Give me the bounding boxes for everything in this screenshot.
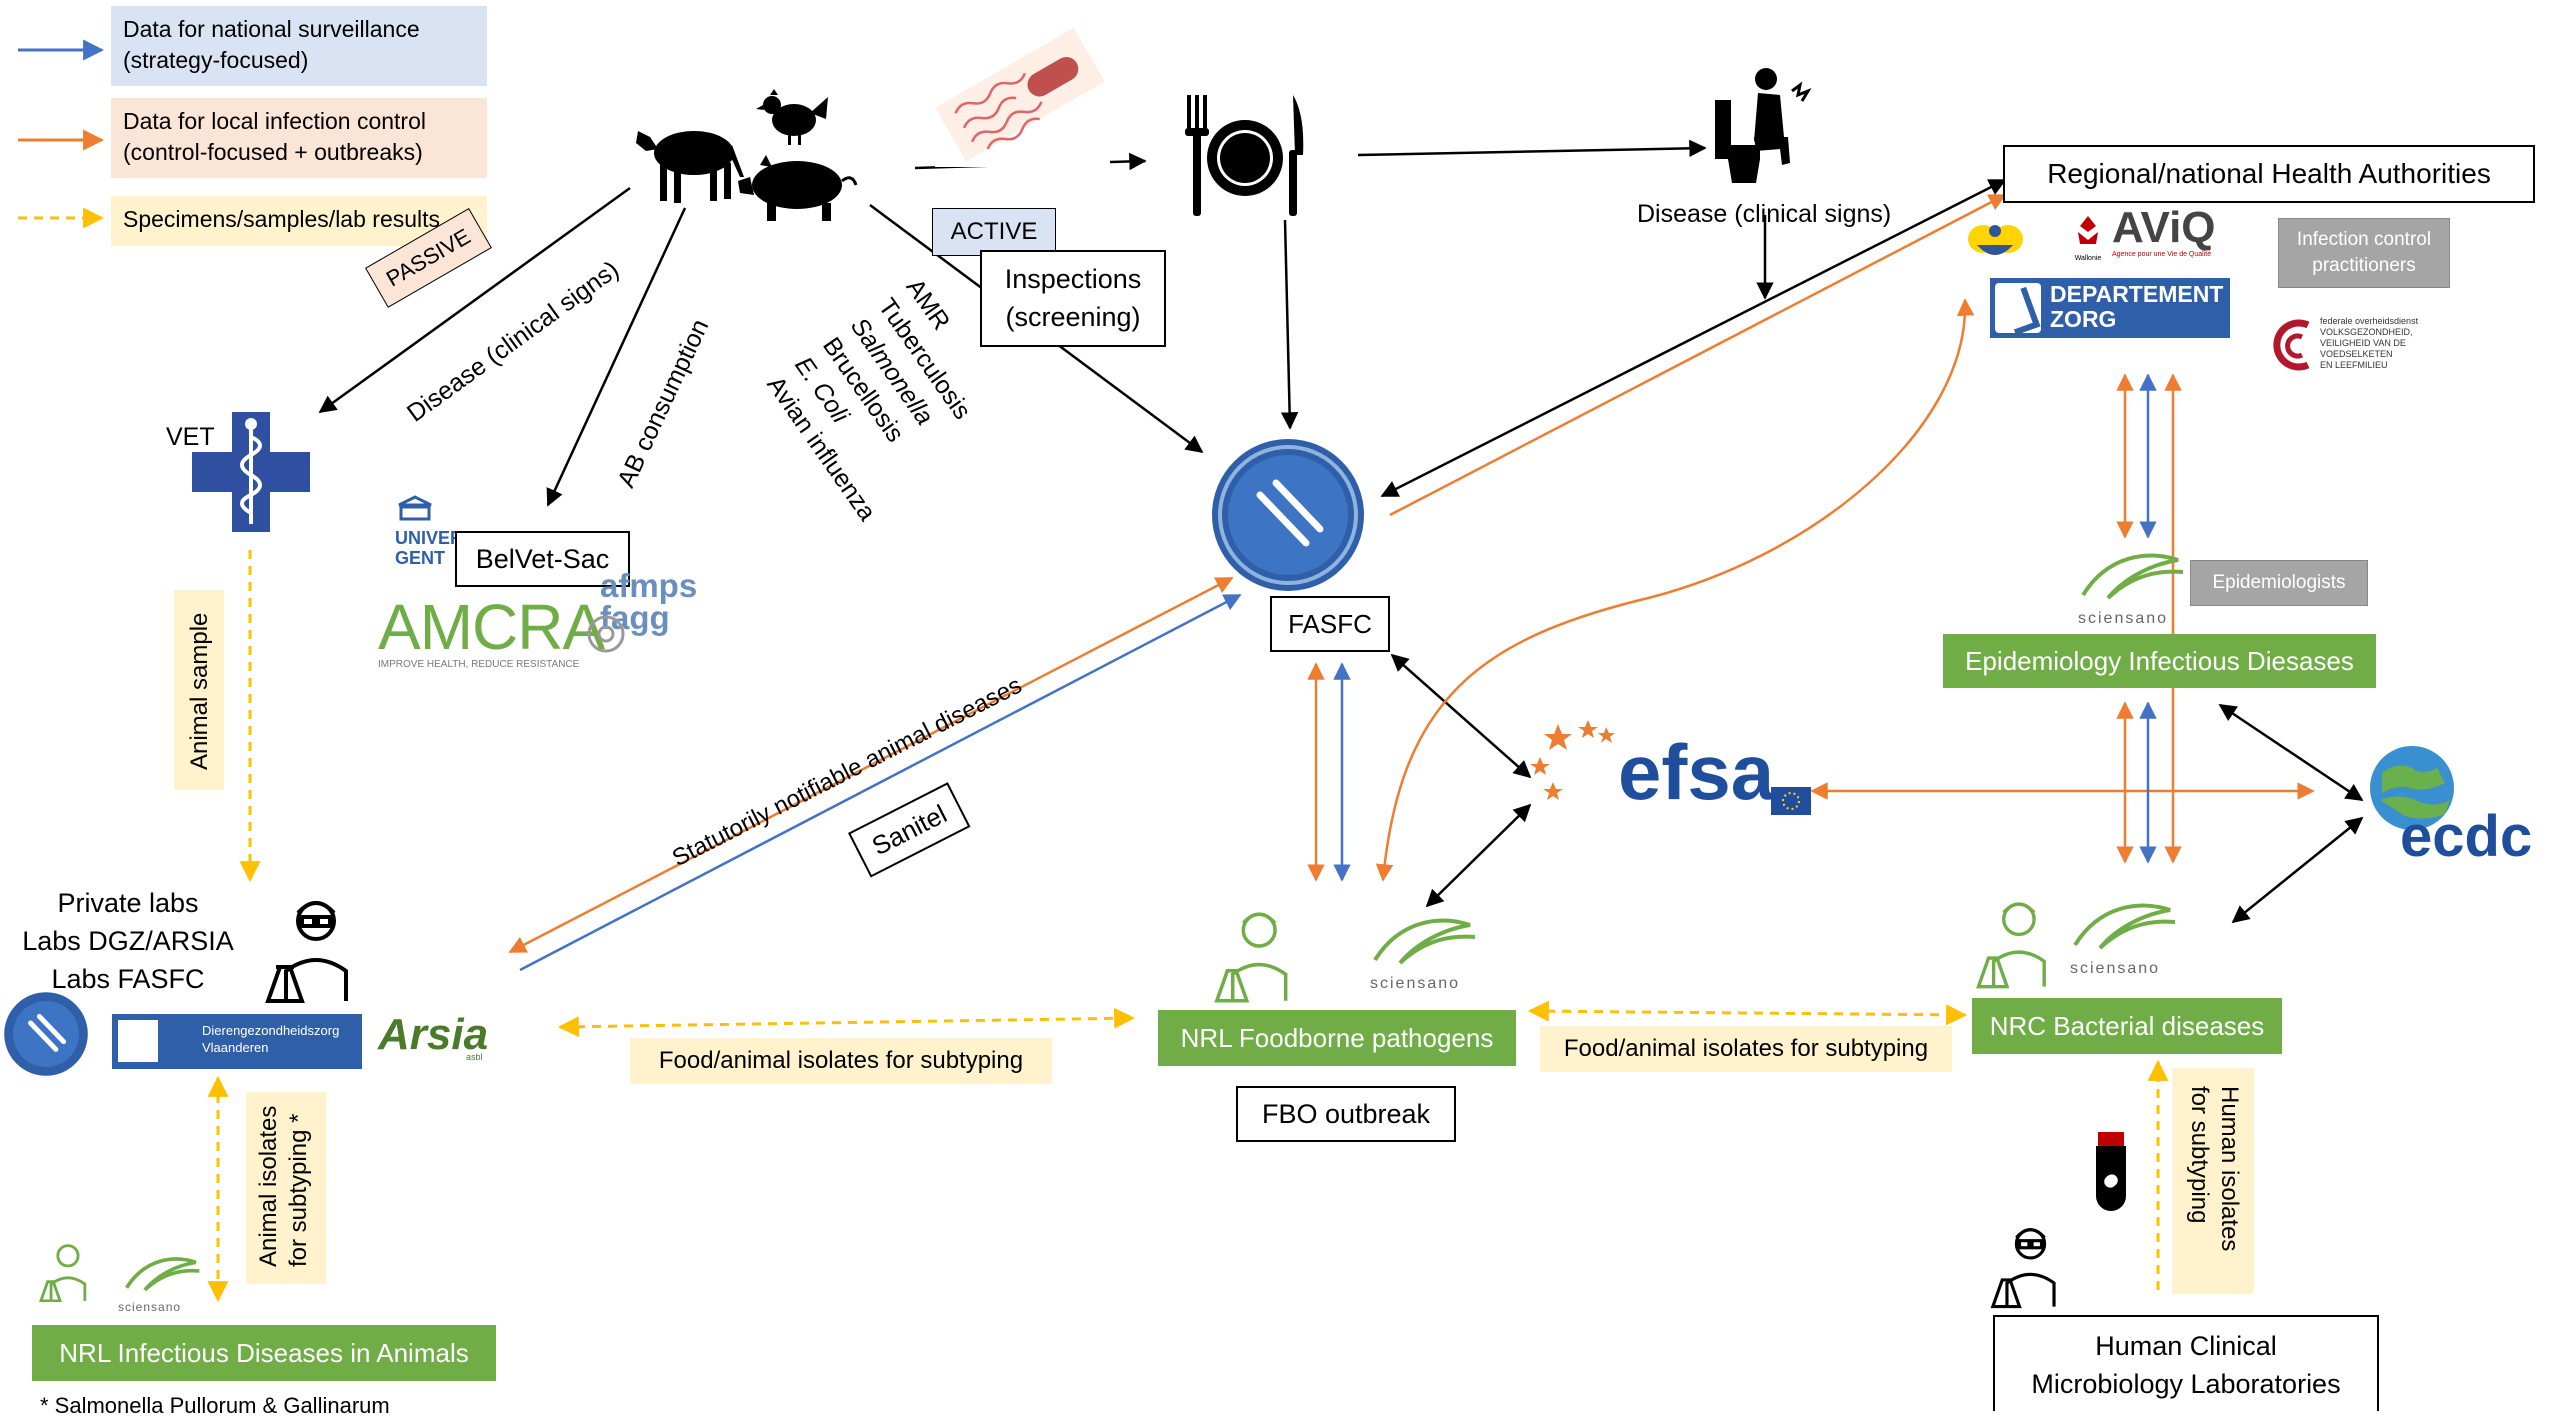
fasfc-small-logo bbox=[2, 990, 90, 1085]
eu-flag-icon bbox=[1771, 787, 1811, 815]
arrow-animals-to-belvet bbox=[546, 207, 687, 507]
disease-clinical-label: Disease (clinical signs) bbox=[1637, 200, 1892, 228]
arrow-nrl-nrc bbox=[1527, 1000, 1968, 1026]
sciensano-logo-nrc: sciensano bbox=[2070, 900, 2190, 980]
arrow-fasfc-to-health-orange bbox=[1389, 193, 2007, 517]
arrow-efsa-nrl bbox=[1425, 803, 1532, 908]
arrow-labs-nrl-food bbox=[557, 1007, 1136, 1038]
human-isolates-label: Human isolates for subtyping bbox=[2172, 1068, 2254, 1294]
arrow-fasfc-efsa bbox=[1390, 653, 1532, 779]
arrow-ecdc-nrc bbox=[2231, 816, 2364, 924]
arsia-logo: Arsia asbl bbox=[378, 1010, 489, 1062]
human-clinical-box: Human Clinical Microbiology Laboratories bbox=[1993, 1315, 2379, 1411]
efsa-logo: efsa bbox=[1528, 712, 1813, 832]
fasfc-logo bbox=[1208, 435, 1368, 595]
scientist-icon-nrc bbox=[1976, 902, 2046, 989]
infection-control-box: Infection control practitioners bbox=[2278, 218, 2450, 288]
scientist-icon-green bbox=[38, 1244, 87, 1302]
legend-national: Data for national surveillance (strategy… bbox=[111, 6, 487, 86]
animal-sample-label: Animal sample bbox=[174, 590, 224, 790]
nrl-foodborne-box: NRL Foodborne pathogens bbox=[1158, 1010, 1516, 1066]
region-wallonie-logo: Wallonie bbox=[2068, 212, 2108, 262]
bacteria-icon bbox=[935, 22, 1110, 167]
ugent-logo: UNIVER GENT bbox=[395, 495, 465, 570]
wallonie-logo bbox=[1963, 215, 2028, 270]
fod-logo: federale overheidsdienst VOLKSGEZONDHEID… bbox=[2268, 310, 2478, 395]
food-animal-isolates-1: Food/animal isolates for subtyping bbox=[630, 1038, 1052, 1084]
active-label: ACTIVE bbox=[932, 208, 1056, 256]
footnote: * Salmonella Pullorum & Gallinarum bbox=[40, 1393, 390, 1418]
sciensano-logo-epi: sciensano bbox=[2078, 550, 2188, 630]
nrl-infectious-animals-box: NRL Infectious Diseases in Animals bbox=[32, 1325, 496, 1381]
private-labs-label: Private labs Labs DGZ/ARSIA Labs FASFC bbox=[22, 888, 234, 994]
afmps-logo: afmps fagg bbox=[586, 569, 716, 670]
food-animal-isolates-2: Food/animal isolates for subtyping bbox=[1540, 1026, 1952, 1072]
arrow-fasfc-labs-orange bbox=[508, 576, 1234, 954]
animal-isolates-label: Animal isolates for subtyping * bbox=[246, 1092, 326, 1284]
epidemiologists-box: Epidemiologists bbox=[2190, 560, 2368, 606]
legend-specimens: Specimens/samples/lab results bbox=[111, 196, 487, 246]
inspections-box: Inspections (screening) bbox=[980, 250, 1166, 347]
belvet-box: BelVet-Sac bbox=[455, 531, 630, 587]
arrow-nrl-to-health-orange bbox=[1375, 298, 1975, 882]
dgz-logo: Dierengezondheidszorg Vlaanderen bbox=[112, 1014, 362, 1069]
scientist-icon-nrl bbox=[1214, 912, 1288, 1003]
fasfc-box: FASFC bbox=[1270, 596, 1390, 652]
vet-caduceus-cross-icon bbox=[192, 412, 310, 532]
sick-person-icon bbox=[1715, 68, 1812, 183]
arrow-food-to-fasfc bbox=[1280, 219, 1299, 430]
epidemiology-infectious-box: Epidemiology Infectious Diesases bbox=[1943, 634, 2376, 688]
aviq-logo: AViQ Agence pour une Vie de Qualité bbox=[2112, 203, 2216, 259]
sciensano-logo-animals: sciensano bbox=[118, 1255, 208, 1315]
legend-local: Data for local infection control (contro… bbox=[111, 98, 487, 178]
arrow-food-to-disease bbox=[1357, 139, 1707, 158]
livestock-icon bbox=[636, 89, 858, 221]
arrow-labs-fasfc-blue bbox=[519, 593, 1242, 972]
departement-zorg-logo: DEPARTEMENT ZORG bbox=[1990, 278, 2230, 338]
arrow-animals-to-vet bbox=[318, 186, 631, 414]
amcra-logo: AMCRA IMPROVE HEALTH, REDUCE RESISTANCE bbox=[378, 591, 605, 670]
vet-label: VET bbox=[166, 423, 215, 451]
scientist-icon bbox=[265, 901, 348, 1003]
scientist-icon-human bbox=[1990, 1228, 2056, 1309]
fbo-outbreak-box: FBO outbreak bbox=[1236, 1086, 1456, 1142]
arrow-epi-ecdc bbox=[2218, 703, 2364, 802]
regional-health-box: Regional/national Health Authorities bbox=[2003, 145, 2535, 203]
sciensano-logo-nrl: sciensano bbox=[1370, 915, 1485, 995]
test-tube-icon bbox=[2096, 1132, 2126, 1211]
ecdc-logo: ecdc bbox=[2362, 738, 2552, 878]
nrc-bacterial-box: NRC Bacterial diseases bbox=[1972, 998, 2282, 1054]
plate-fork-knife-icon bbox=[1185, 95, 1304, 216]
